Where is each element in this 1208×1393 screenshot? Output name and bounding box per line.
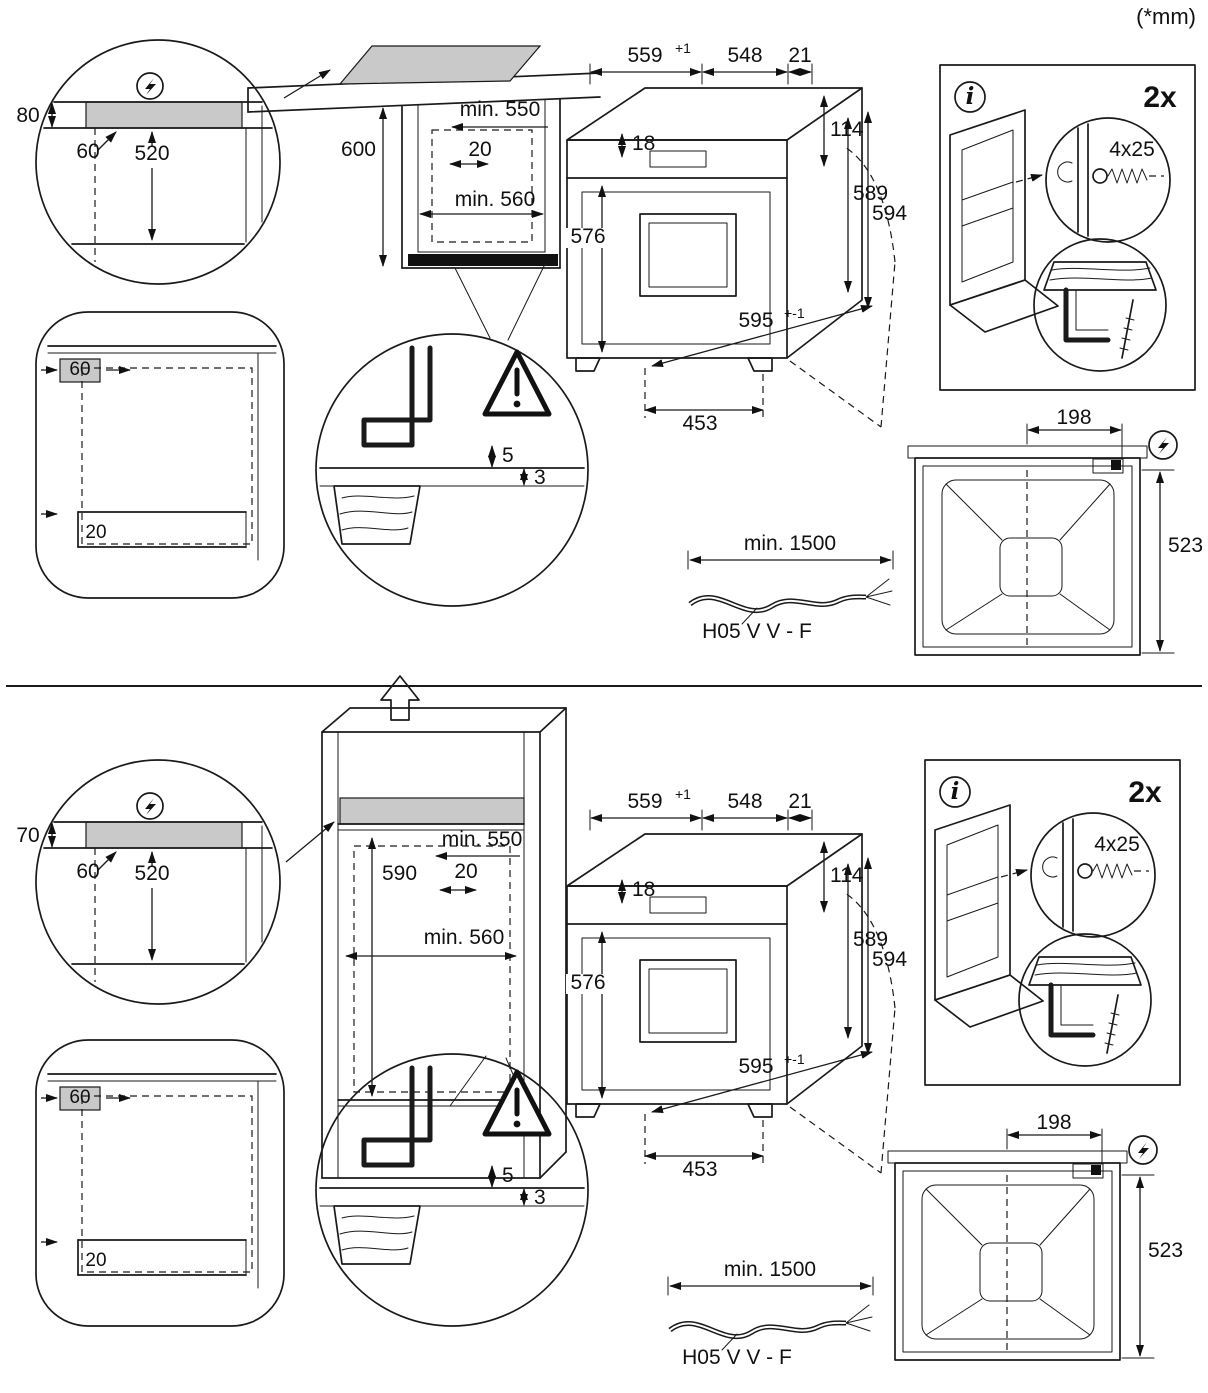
top-labels: 80 60 520 min. 550 600 20 min. 560 559 +…	[16, 40, 1203, 643]
dim-595-tol: +-1	[784, 305, 805, 321]
niche-height-label: 600	[341, 138, 376, 161]
cable-length-label: min. 1500	[724, 1258, 816, 1281]
corner-20-label: 20	[85, 1250, 106, 1271]
front-trim	[408, 254, 558, 266]
dim-80-label: 80	[16, 104, 39, 127]
dim-548-label: 548	[727, 790, 762, 813]
dim-595-label: 595	[738, 309, 773, 332]
top-section: 80 60 520 min. 550 600 20 min. 560 559 +…	[16, 40, 1203, 655]
dim-520-label: 520	[134, 142, 169, 165]
dim-520-label: 520	[134, 862, 169, 885]
dim-594-label: 594	[872, 202, 907, 225]
dim-559-label: 559	[627, 790, 662, 813]
dim-559-label: 559	[627, 44, 662, 67]
dim-453-label: 453	[682, 1158, 717, 1181]
cable-type-label: H05 V V - F	[682, 1346, 792, 1369]
panel-198-label: 198	[1056, 406, 1091, 429]
dim-589-label: 589	[853, 182, 888, 205]
dim-559-tol: +1	[675, 786, 691, 802]
dim-21-label: 21	[788, 44, 811, 67]
dim-453-label: 453	[682, 412, 717, 435]
niche-gap-label: 20	[454, 860, 477, 883]
panel-523-label: 523	[1168, 534, 1203, 557]
gap-3-label: 3	[534, 1186, 546, 1209]
dim-548-label: 548	[727, 44, 762, 67]
niche-depth-label: min. 550	[442, 828, 523, 851]
dim-60-label: 60	[76, 140, 99, 163]
screw-size-label: 4x25	[1094, 833, 1140, 856]
panel-523-label: 523	[1148, 1239, 1183, 1262]
dim-21-label: 21	[788, 790, 811, 813]
fastener-count-label: 2x	[1143, 81, 1177, 114]
gap-5-label: 5	[502, 444, 514, 467]
corner-60-label: 60	[69, 1087, 90, 1108]
niche-depth-label: min. 550	[460, 98, 541, 121]
screw-size-label: 4x25	[1109, 138, 1155, 161]
dim-594-label: 594	[872, 948, 907, 971]
bottom-section: 70 60 520 min. 550 590 20 min. 560 559 +…	[16, 675, 1183, 1369]
cable-length-label: min. 1500	[744, 532, 836, 555]
dim-576-label: 576	[570, 225, 605, 248]
fastener-count-label: 2x	[1128, 776, 1162, 809]
worktop-scene	[247, 45, 601, 341]
dim-60-label: 60	[76, 860, 99, 883]
connection-zone	[339, 797, 525, 825]
dim-559-tol: +1	[675, 40, 691, 56]
niche-width-label: min. 560	[424, 926, 505, 949]
corner-60-label: 60	[69, 359, 90, 380]
dim-576-label: 576	[570, 971, 605, 994]
bottom-labels: 70 60 520 min. 550 590 20 min. 560 559 +…	[16, 776, 1183, 1369]
dim-589-label: 589	[853, 928, 888, 951]
gap-3-label: 3	[534, 466, 546, 489]
niche-height-label: 590	[382, 862, 417, 885]
dim-18-label: 18	[632, 878, 655, 901]
niche-gap-label: 20	[468, 138, 491, 161]
info-icon-glyph: i	[951, 778, 960, 805]
dim-114-label: 114	[830, 118, 864, 141]
dim-114-label: 114	[830, 864, 864, 887]
up-arrow-icon	[380, 675, 420, 721]
dim-595-tol: +-1	[784, 1051, 805, 1067]
dim-70-label: 70	[16, 824, 39, 847]
niche-width-label: min. 560	[455, 188, 536, 211]
corner-20-label: 20	[85, 522, 106, 543]
dim-18-label: 18	[632, 132, 655, 155]
gap-5-label: 5	[502, 1164, 514, 1187]
panel-198-label: 198	[1036, 1111, 1071, 1134]
hob-cutout	[338, 45, 542, 85]
dim-595-label: 595	[738, 1055, 773, 1078]
info-icon-glyph: i	[966, 83, 975, 110]
unit-note: (*mm)	[1136, 4, 1196, 29]
cable-type-label: H05 V V - F	[702, 620, 812, 643]
